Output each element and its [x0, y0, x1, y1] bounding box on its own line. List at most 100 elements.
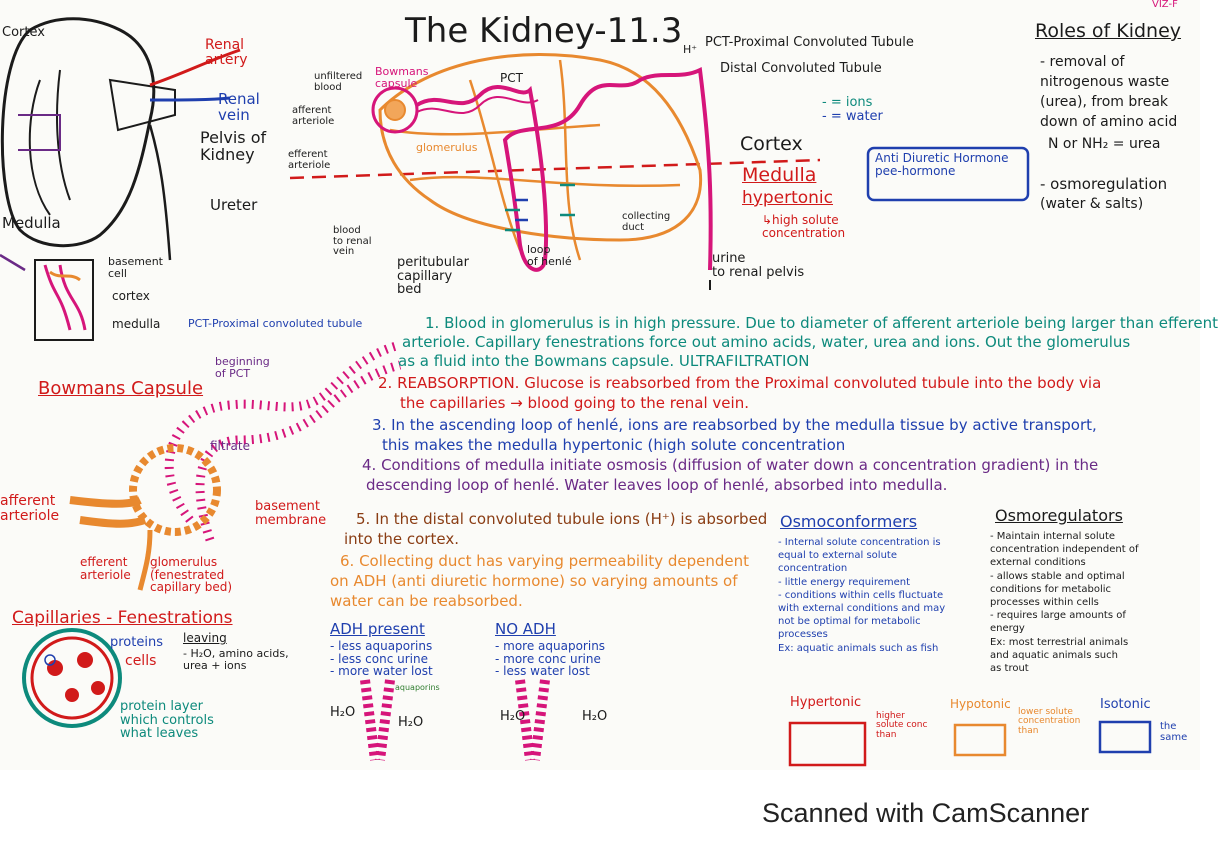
label-dct-full: Distal Convoluted Tubule: [720, 61, 882, 76]
corner-logo: VIZ-F: [1152, 0, 1178, 10]
kidney-section-highlight: [18, 114, 61, 151]
bowman-title: Bowmans Capsule: [38, 378, 204, 399]
label-protein-layer: protein layer which controls what leaves: [120, 699, 214, 742]
label-beginning-pct: beginning of PCT: [215, 355, 270, 380]
label-pct-note: PCT-Proximal convoluted tubule: [188, 317, 363, 330]
label-unfiltered-blood: unfiltered blood: [314, 71, 363, 93]
adh-present-title: ADH present: [330, 620, 425, 638]
peritubular-capillaries: [378, 52, 703, 242]
roles-line: - removal of: [1040, 54, 1125, 70]
label-afferent-arteriole: afferent arteriole: [0, 493, 60, 524]
label-loop-henle: loop of henlé: [527, 243, 572, 268]
bowmans-capsule-circle: [371, 86, 419, 134]
legend-water: - = water: [822, 109, 883, 124]
roles-line: (water & salts): [1040, 196, 1144, 212]
label-ureter: Ureter: [210, 196, 258, 214]
whiteboard-scan: The Kidney-11.3 VIZ-F Cortex Renal arter…: [0, 0, 1218, 767]
osmoregulators-text: - Maintain internal solute concentration…: [990, 531, 1139, 674]
roles-line: down of amino acid: [1040, 114, 1178, 130]
ureter-line: [148, 124, 172, 261]
scan-watermark: Scanned with CamScanner: [762, 798, 1090, 828]
label-leaving-list: - H₂O, amino acids, urea + ions: [183, 647, 289, 672]
step-2-line-2: the capillaries → blood going to the ren…: [400, 394, 749, 412]
label-medulla: Medulla: [2, 214, 61, 232]
nephron-tubule: [415, 66, 713, 272]
isotonic-box: [1098, 720, 1152, 754]
step-4-line-1: 4. Conditions of medulla initiate osmosi…: [362, 456, 1099, 474]
glomerulus-drawing: [129, 444, 221, 536]
label-h2o: H₂O: [582, 709, 608, 724]
label-leaving: leaving: [183, 631, 227, 645]
section-box: [34, 259, 94, 341]
label-cells: cells: [125, 653, 157, 669]
label-filtrate: filtrate: [210, 439, 250, 453]
no-adh-title: NO ADH: [495, 620, 556, 638]
label-peritubular: peritubular capillary bed: [397, 255, 469, 298]
adh-hormone-box: [866, 146, 1030, 202]
label-h2o: H₂O: [398, 715, 424, 730]
osmoconformers-text: - Internal solute concentration is equal…: [778, 537, 946, 654]
adh-present-list: - less aquaporins - less conc urine - mo…: [330, 639, 433, 679]
label-renal-vein: Renal vein: [218, 90, 260, 124]
hypotonic-note: lower solute concentration than: [1018, 707, 1081, 736]
renal-artery-line: [149, 48, 241, 87]
kidney-outline: [0, 17, 156, 248]
label-afferent: afferent arteriole: [292, 105, 335, 127]
label-glomerulus: glomerulus: [416, 141, 478, 154]
label-glomerulus-bed: glomerulus (fenestrated capillary bed): [150, 555, 233, 595]
step-1-line-2: arteriole. Capillary fenestrations force…: [402, 333, 1131, 351]
renal-vein-line: [149, 96, 231, 102]
step-2-line-1: 2. REABSORPTION. Glucose is reabsorbed f…: [378, 374, 1102, 392]
label-renal-artery: Renal artery: [205, 37, 248, 68]
step-1-line-1: 1. Blood in glomerulus is in high pressu…: [425, 314, 1218, 332]
label-pct: PCT: [500, 71, 523, 85]
roles-line: (urea), from break: [1040, 94, 1169, 110]
label-bowmans-capsule: Bowmans capsule: [375, 65, 429, 90]
isotonic-note: the same: [1160, 721, 1188, 743]
label-isotonic-box: Isotonic: [1100, 697, 1151, 712]
label-collecting-duct: collecting duct: [622, 211, 671, 233]
kidney-medulla-outline: [28, 69, 71, 216]
label-hypertonic-box: Hypertonic: [790, 695, 862, 710]
diagram-drawings: [0, 17, 1152, 767]
no-adh-list: - more aquaporins - more conc urine - le…: [495, 639, 606, 679]
legend-ions: - = ions: [822, 95, 873, 110]
label-efferent-arteriole: efferent arteriole: [80, 555, 131, 582]
label-proteins: proteins: [110, 635, 163, 650]
label-basement-cell: basement cell: [108, 255, 163, 280]
hypotonic-box: [953, 723, 1007, 757]
label-efferent: efferent arteriole: [288, 149, 331, 171]
step-3-line-2: this makes the medulla hypertonic (high …: [382, 436, 846, 454]
step-6-line-1: 6. Collecting duct has varying permeabil…: [340, 552, 750, 570]
label-cortex-zone: Cortex: [740, 133, 803, 155]
page-title: The Kidney-11.3: [405, 11, 683, 51]
renal-pelvis: [108, 78, 176, 132]
label-adh-box: Anti Diuretic Hormone pee-hormone: [875, 151, 1009, 178]
label-cortex-small: cortex: [112, 289, 150, 303]
step-4-line-2: descending loop of henlé. Water leaves l…: [366, 476, 948, 494]
label-blood-to-vein: blood to renal vein: [333, 225, 372, 257]
label-pelvis: Pelvis of Kidney: [200, 128, 267, 164]
step-6-line-3: water can be reabsorbed.: [330, 592, 523, 610]
roles-line: N or NH₂ = urea: [1048, 136, 1161, 152]
capillary-circle: [22, 628, 122, 728]
label-hypertonic: hypertonic: [742, 188, 833, 208]
label-h2o: H₂O: [500, 709, 526, 724]
label-high-solute: ↳high solute concentration: [762, 213, 846, 240]
label-aquaporins: aquaporins: [395, 683, 440, 692]
label-h2o: H₂O: [330, 705, 356, 720]
step-3-line-1: 3. In the ascending loop of henlé, ions …: [372, 416, 1097, 434]
step-1-line-3: as a fluid into the Bowmans capsule. ULT…: [398, 352, 810, 370]
label-medulla-small: medulla: [112, 317, 161, 331]
label-basement-membrane: basement membrane: [255, 499, 327, 528]
roles-title: Roles of Kidney: [1035, 20, 1182, 42]
cortex-medulla-boundary: [289, 158, 821, 180]
hypertonic-note: higher solute conc than: [876, 711, 928, 740]
step-5-line-2: into the cortex.: [344, 530, 459, 548]
label-pct-full: PCT-Proximal Convoluted Tubule: [705, 35, 914, 50]
label-medulla-zone: Medulla: [742, 164, 817, 186]
adh-present-tube: [360, 679, 395, 761]
osmoregulators-title: Osmoregulators: [995, 506, 1123, 525]
osmoconformers-title: Osmoconformers: [780, 512, 918, 531]
label-hypotonic-box: Hypotonic: [950, 697, 1011, 711]
